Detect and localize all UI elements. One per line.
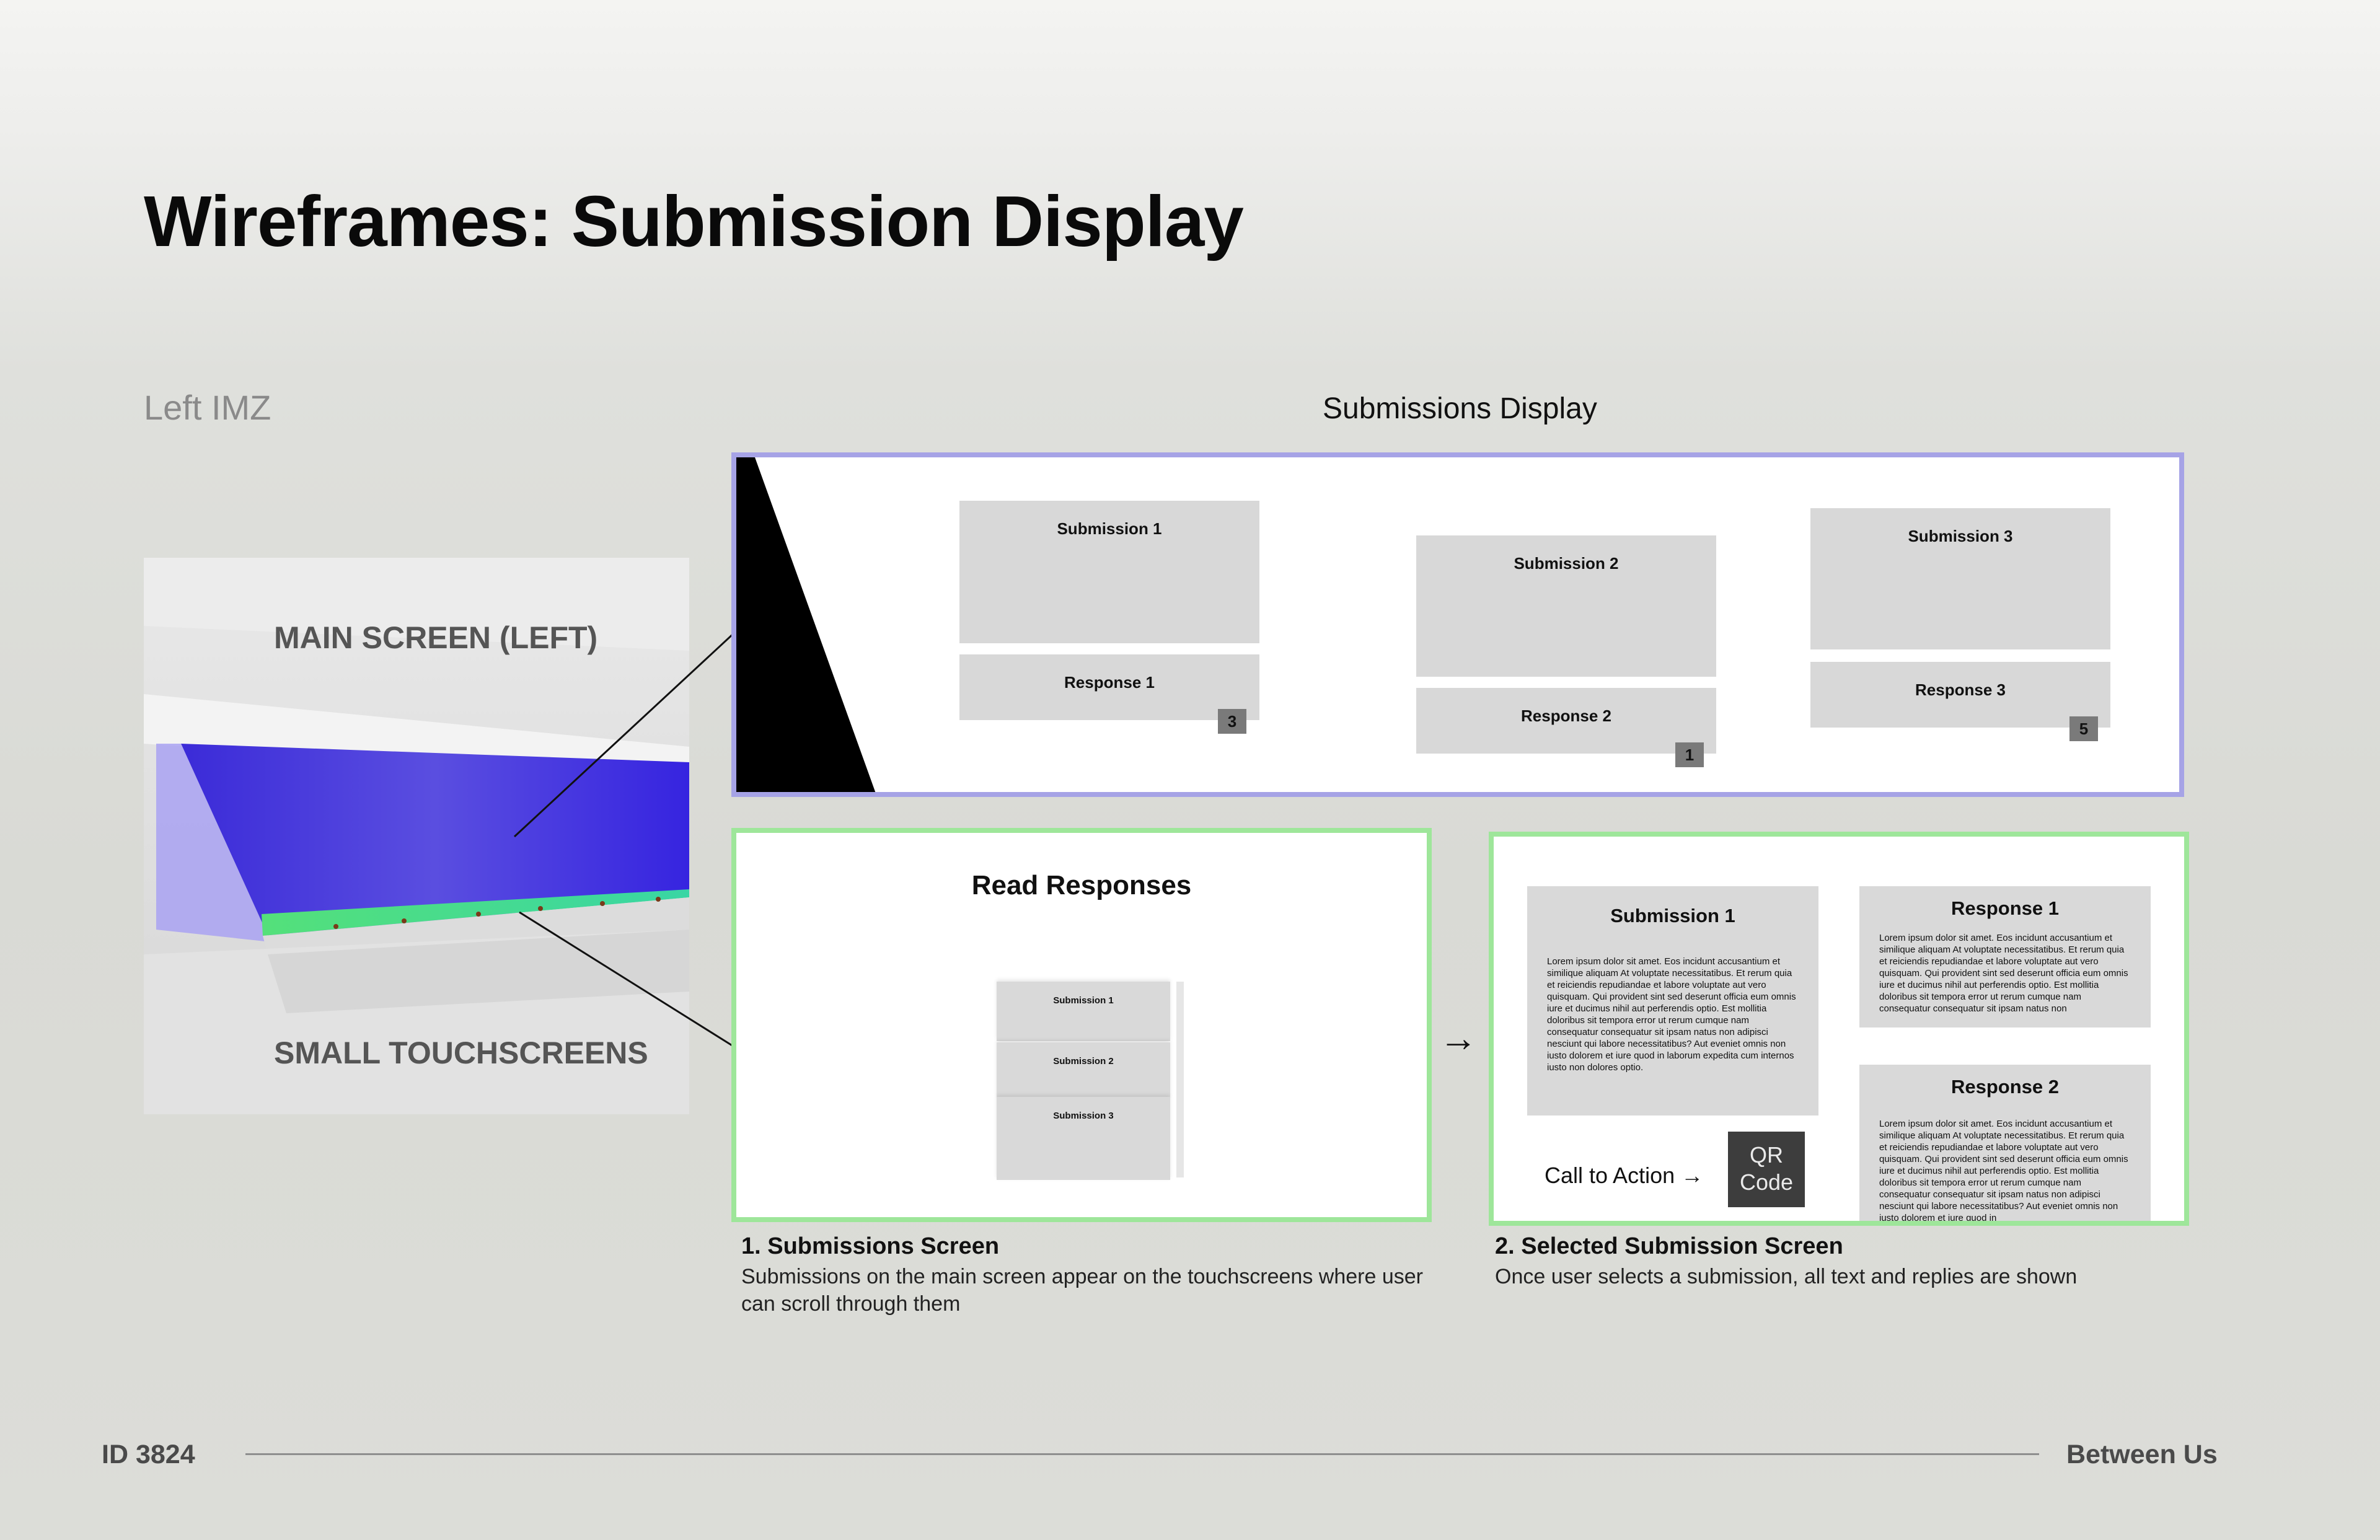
flow-arrow: → — [1439, 1017, 1478, 1060]
list-item-label: Submission 3 — [1053, 1111, 1114, 1121]
submissions-screen-caption-body: Submissions on the main screen appear on… — [741, 1265, 1423, 1316]
call-to-action-link[interactable]: Call to Action → — [1545, 1163, 1704, 1188]
page-title: Wireframes: Submission Display — [144, 181, 1244, 262]
qr-label-line1: QR — [1750, 1142, 1783, 1168]
qr-label-line2: Code — [1739, 1169, 1794, 1195]
main-submission-card: Submission 1 — [959, 501, 1259, 643]
main-response-label: Response 2 — [1521, 706, 1611, 725]
main-response-card: Response 2 — [1416, 688, 1716, 754]
main-submission-card: Submission 2 — [1416, 535, 1716, 677]
main-response-card: Response 3 — [1810, 662, 2110, 728]
connector-main-screen — [513, 631, 736, 838]
main-screen-label: MAIN SCREEN (LEFT) — [274, 620, 598, 655]
response-detail-title: Response 2 — [1950, 1076, 2059, 1098]
list-item-label: Submission 1 — [1053, 995, 1114, 1006]
submission-detail-text: Lorem ipsum dolor sit amet. Eos incidunt… — [1547, 956, 1796, 1073]
response-detail-box: Response 1 Lorem ipsum dolor sit amet. E… — [1859, 886, 2151, 1027]
selected-submission-panel: Submission 1 Lorem ipsum dolor sit amet.… — [1489, 832, 2189, 1226]
submissions-screen-panel: Read Responses Submission 1 Submission 2… — [731, 828, 1432, 1222]
footer-divider — [245, 1453, 2039, 1455]
read-responses-heading: Read Responses — [971, 870, 1192, 900]
left-imz-label: Left IMZ — [144, 388, 271, 427]
connector-touchscreens — [519, 911, 736, 1049]
response-detail-text: Lorem ipsum dolor sit amet. Eos incidunt… — [1879, 1119, 2128, 1223]
small-touchscreens-label: SMALL TOUCHSCREENS — [274, 1036, 648, 1070]
submission-list[interactable]: Submission 1 Submission 2 Submission 3 — [997, 982, 1170, 1180]
response-detail-box: Response 2 Lorem ipsum dolor sit amet. E… — [1859, 1065, 2151, 1223]
list-item[interactable]: Submission 1 — [997, 982, 1170, 1041]
list-item[interactable]: Submission 3 — [997, 1097, 1170, 1180]
main-response-label: Response 1 — [1064, 673, 1155, 692]
qr-code-placeholder[interactable]: QR Code — [1728, 1132, 1805, 1207]
response-detail-title: Response 1 — [1950, 897, 2059, 919]
footer-project: Between Us — [2066, 1440, 2218, 1469]
response-count-badge: 3 — [1218, 709, 1246, 734]
submission-detail-title: Submission 1 — [1610, 905, 1735, 926]
response-count-badge: 1 — [1675, 742, 1704, 767]
response-detail-text: Lorem ipsum dolor sit amet. Eos incidunt… — [1879, 933, 2128, 1014]
submissions-screen-caption-title: 1. Submissions Screen — [741, 1233, 1000, 1259]
main-submission-label: Submission 1 — [1057, 519, 1162, 538]
selected-screen-caption-title: 2. Selected Submission Screen — [1495, 1233, 1843, 1259]
submission-detail-box: Submission 1 Lorem ipsum dolor sit amet.… — [1527, 886, 1818, 1115]
main-submission-label: Submission 2 — [1514, 554, 1619, 573]
scrollbar[interactable] — [1176, 982, 1184, 1177]
main-response-card: Response 1 — [959, 654, 1259, 720]
list-item[interactable]: Submission 2 — [997, 1042, 1170, 1098]
response-count-badge: 5 — [2069, 716, 2098, 741]
main-submission-label: Submission 3 — [1908, 527, 2013, 545]
black-wedge — [736, 457, 876, 792]
main-display-wireframe: Submission 1 Response 1 3 Submission 2 R… — [731, 452, 2184, 797]
installation-render: MAIN SCREEN (LEFT) SMALL TOUCHSCREENS — [144, 558, 689, 1114]
footer-id: ID 3824 — [102, 1440, 195, 1469]
main-submission-card: Submission 3 — [1810, 508, 2110, 649]
list-item-label: Submission 2 — [1053, 1056, 1114, 1067]
submissions-display-heading: Submissions Display — [1323, 392, 1597, 425]
selected-screen-caption-body: Once user selects a submission, all text… — [1495, 1265, 2078, 1288]
main-response-label: Response 3 — [1915, 680, 2006, 699]
